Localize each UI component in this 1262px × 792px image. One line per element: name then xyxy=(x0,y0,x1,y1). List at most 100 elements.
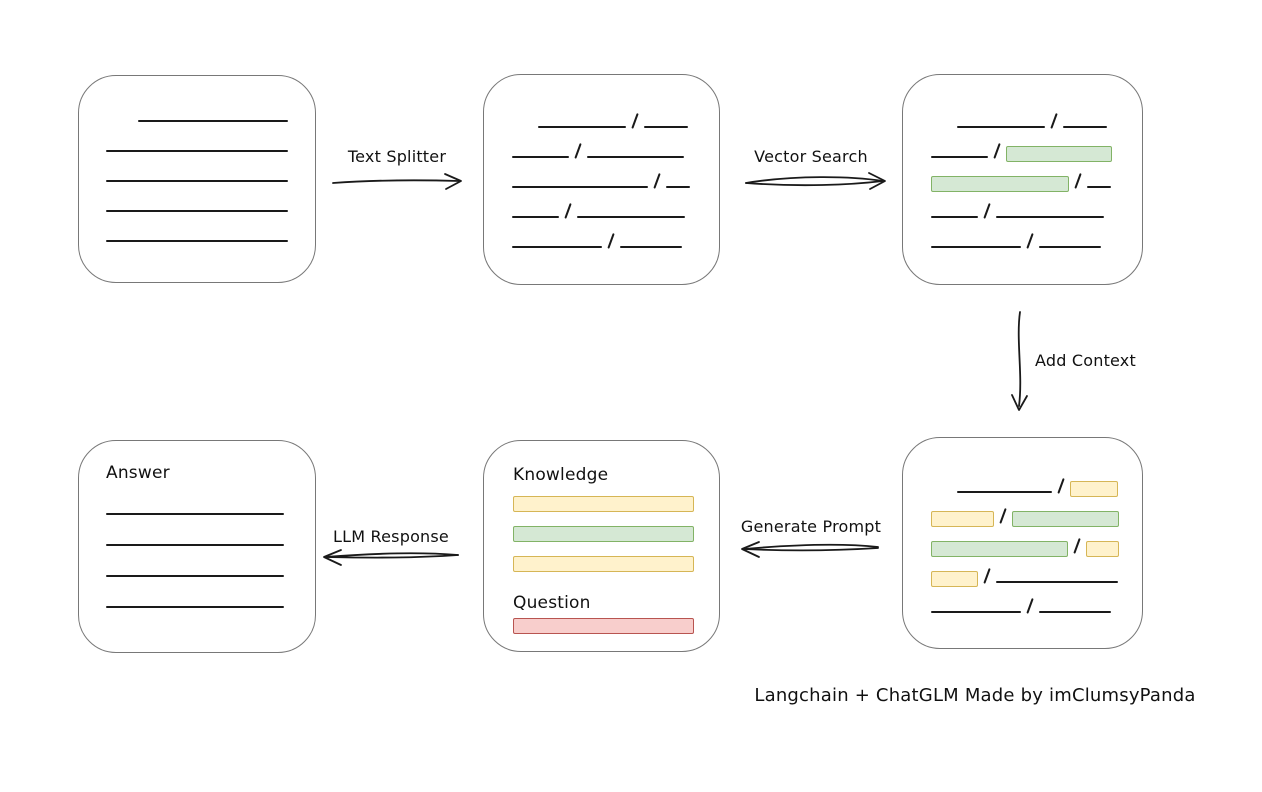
green-chunk xyxy=(931,176,1069,192)
matched-chunks-node xyxy=(902,74,1143,285)
node-row xyxy=(512,128,719,159)
text-splitter-arrow xyxy=(332,173,462,190)
node-title: Knowledge xyxy=(513,465,609,486)
node-row xyxy=(106,546,315,577)
text-line xyxy=(931,156,988,158)
text-splitter-label: Text Splitter xyxy=(347,147,447,166)
slash-separator xyxy=(631,113,640,129)
node-row xyxy=(513,542,719,572)
yellow-chunk xyxy=(513,556,694,572)
text-line xyxy=(538,126,626,128)
indent-gap xyxy=(512,127,538,128)
node-row xyxy=(931,463,1142,497)
slash-separator xyxy=(993,143,1002,159)
indent-gap xyxy=(931,492,957,493)
text-line xyxy=(996,581,1119,583)
text-line xyxy=(106,575,284,577)
slash-separator xyxy=(983,203,992,219)
text-line xyxy=(138,120,288,122)
indent-gap xyxy=(106,121,138,122)
slash-separator xyxy=(1050,113,1059,129)
red-chunk xyxy=(513,618,694,634)
text-line xyxy=(996,216,1105,218)
text-line xyxy=(106,240,288,242)
node-row xyxy=(513,512,719,542)
node-row xyxy=(931,493,1142,527)
text-line xyxy=(644,126,689,128)
node-row xyxy=(931,218,1142,249)
text-line xyxy=(106,180,288,182)
text-line xyxy=(106,544,284,546)
llm-response-arrow xyxy=(323,549,459,566)
slash-separator xyxy=(653,173,662,189)
text-line xyxy=(512,216,559,218)
node-row xyxy=(106,152,315,182)
node-row xyxy=(931,128,1142,162)
llm-response-label: LLM Response xyxy=(333,527,449,546)
text-line xyxy=(106,513,284,515)
text-line xyxy=(1039,246,1102,248)
slash-separator xyxy=(983,568,992,584)
node-row xyxy=(931,158,1142,192)
node-row xyxy=(931,553,1142,587)
node-title: Question xyxy=(513,593,591,614)
text-line xyxy=(1087,186,1112,188)
node-row xyxy=(512,218,719,249)
text-line xyxy=(512,186,648,188)
slash-separator xyxy=(1074,173,1083,189)
node-row xyxy=(512,98,719,129)
generate-prompt-arrow xyxy=(741,541,879,558)
text-line xyxy=(577,216,686,218)
context-chunks-node xyxy=(902,437,1143,649)
add-context-label: Add Context xyxy=(1035,351,1136,370)
node-row xyxy=(106,212,315,242)
text-line xyxy=(957,126,1045,128)
node-row xyxy=(106,515,315,546)
generate-prompt-label: Generate Prompt xyxy=(740,517,882,536)
yellow-chunk xyxy=(1070,481,1119,497)
slash-separator xyxy=(607,233,616,249)
green-chunk xyxy=(1012,511,1120,527)
text-line xyxy=(106,210,288,212)
node-row xyxy=(106,122,315,152)
caption-text: Langchain + ChatGLM Made by imClumsyPand… xyxy=(754,685,1196,706)
slash-separator xyxy=(999,508,1008,524)
document-node xyxy=(78,75,316,283)
node-row xyxy=(106,484,315,515)
text-line xyxy=(106,606,284,608)
yellow-chunk xyxy=(513,496,694,512)
node-row xyxy=(106,577,315,608)
node-row xyxy=(513,486,719,512)
node-row xyxy=(931,188,1142,219)
node-row xyxy=(106,92,315,122)
text-line xyxy=(666,186,691,188)
slash-separator xyxy=(1026,598,1035,614)
text-line xyxy=(957,491,1052,493)
vector-search-arrow xyxy=(745,172,886,190)
node-row xyxy=(106,182,315,212)
text-line xyxy=(931,216,978,218)
node-row xyxy=(512,188,719,219)
green-chunk xyxy=(513,526,694,542)
text-line xyxy=(512,246,602,248)
text-line xyxy=(1063,126,1108,128)
slash-separator xyxy=(1026,233,1035,249)
yellow-chunk xyxy=(1086,541,1120,557)
node-row: Question xyxy=(513,572,719,614)
slash-separator xyxy=(574,143,583,159)
vector-search-label: Vector Search xyxy=(754,147,868,166)
node-row xyxy=(513,614,719,634)
text-line xyxy=(620,246,683,248)
text-line xyxy=(1039,611,1112,613)
node-title: Answer xyxy=(106,463,170,484)
green-chunk xyxy=(1006,146,1113,162)
green-chunk xyxy=(931,541,1068,557)
answer-node: Answer xyxy=(78,440,316,653)
slash-separator xyxy=(564,203,573,219)
text-line xyxy=(512,156,569,158)
add-context-arrow xyxy=(1011,311,1028,411)
text-line xyxy=(931,611,1021,613)
node-row xyxy=(931,523,1142,557)
